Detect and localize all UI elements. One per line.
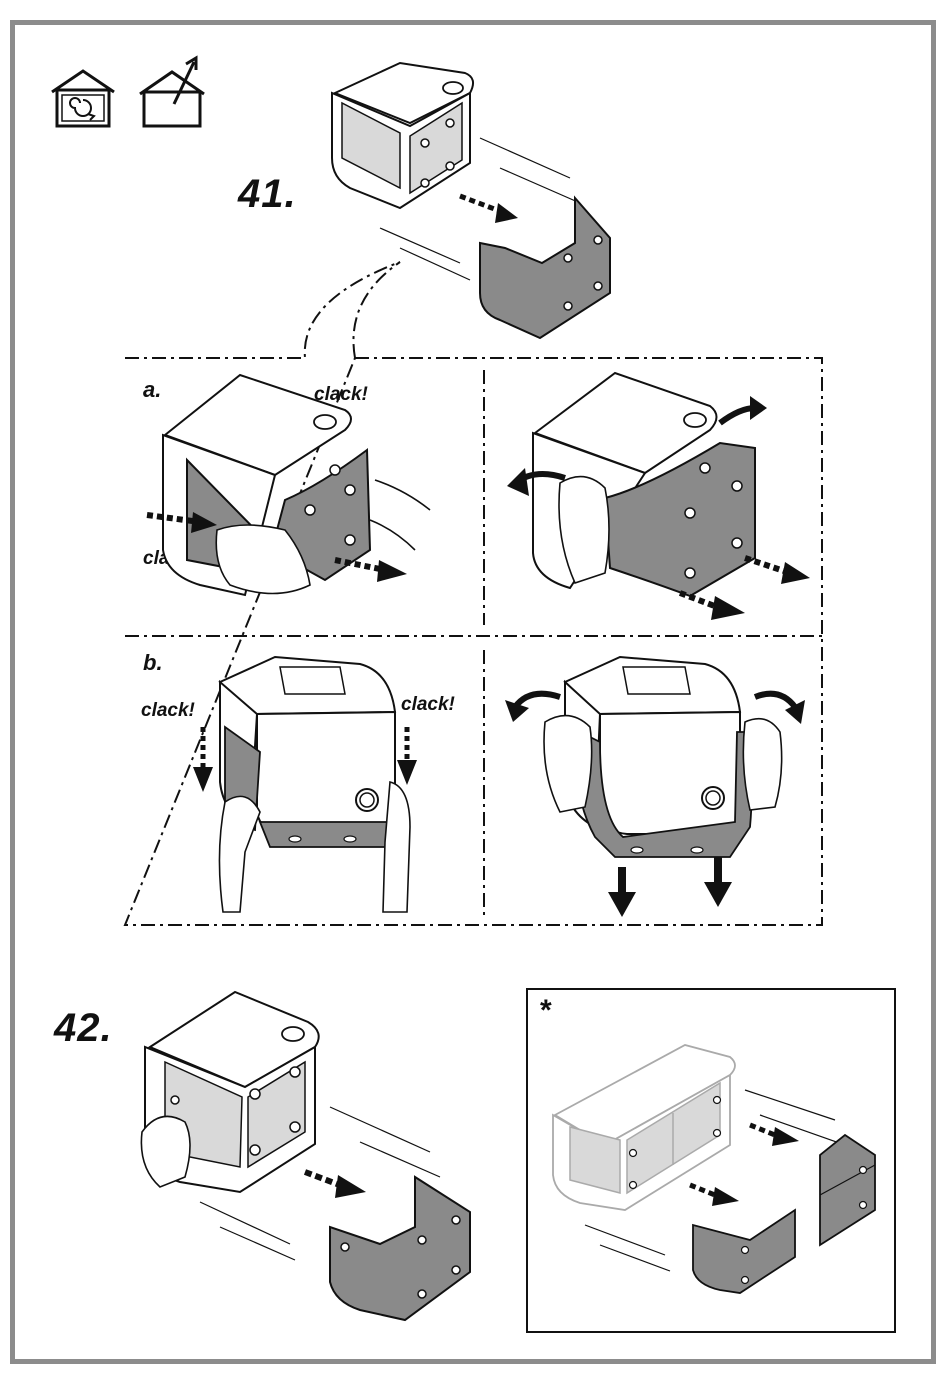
note-illustration <box>545 1035 885 1300</box>
panel-b-label: b. <box>143 650 163 676</box>
panel-a-left-illustration <box>145 370 445 605</box>
panel-b-right-illustration <box>505 652 805 922</box>
note-asterisk: * <box>540 994 552 1028</box>
panel-b-left-illustration <box>185 652 425 917</box>
panel-a-right-illustration <box>505 368 815 623</box>
step-42-number: 42. <box>54 1006 113 1051</box>
step-42-illustration <box>130 982 490 1327</box>
